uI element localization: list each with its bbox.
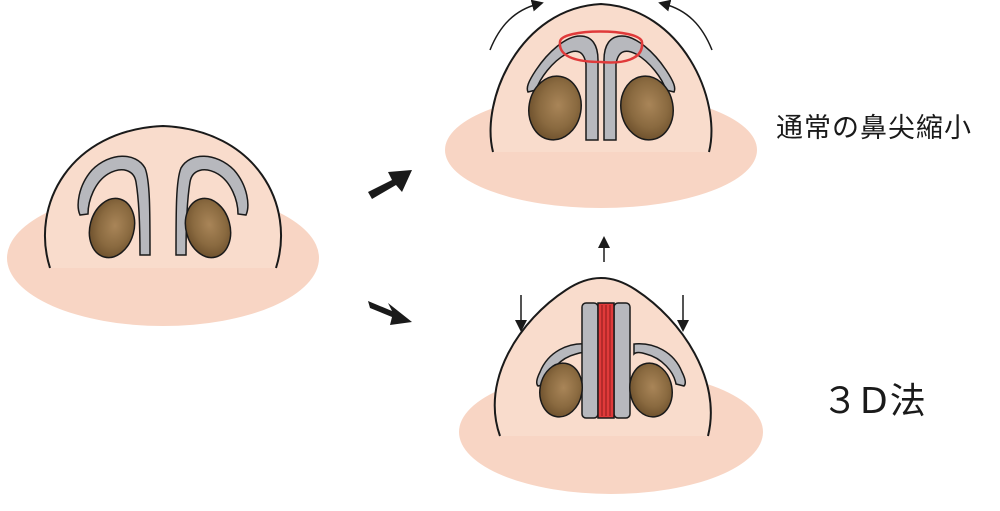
strut-right xyxy=(614,303,630,418)
process-arrow-up-icon xyxy=(368,170,412,199)
standard-method-nose xyxy=(445,4,757,208)
original-nose xyxy=(7,126,319,326)
process-arrow-down-icon xyxy=(368,301,412,325)
nose-outline-top xyxy=(491,4,712,152)
three-d-method-nose xyxy=(459,242,763,494)
strut-left xyxy=(582,303,598,418)
three-d-method-label: ３D法 xyxy=(822,372,928,424)
standard-method-label: 通常の鼻尖縮小 xyxy=(776,106,972,145)
